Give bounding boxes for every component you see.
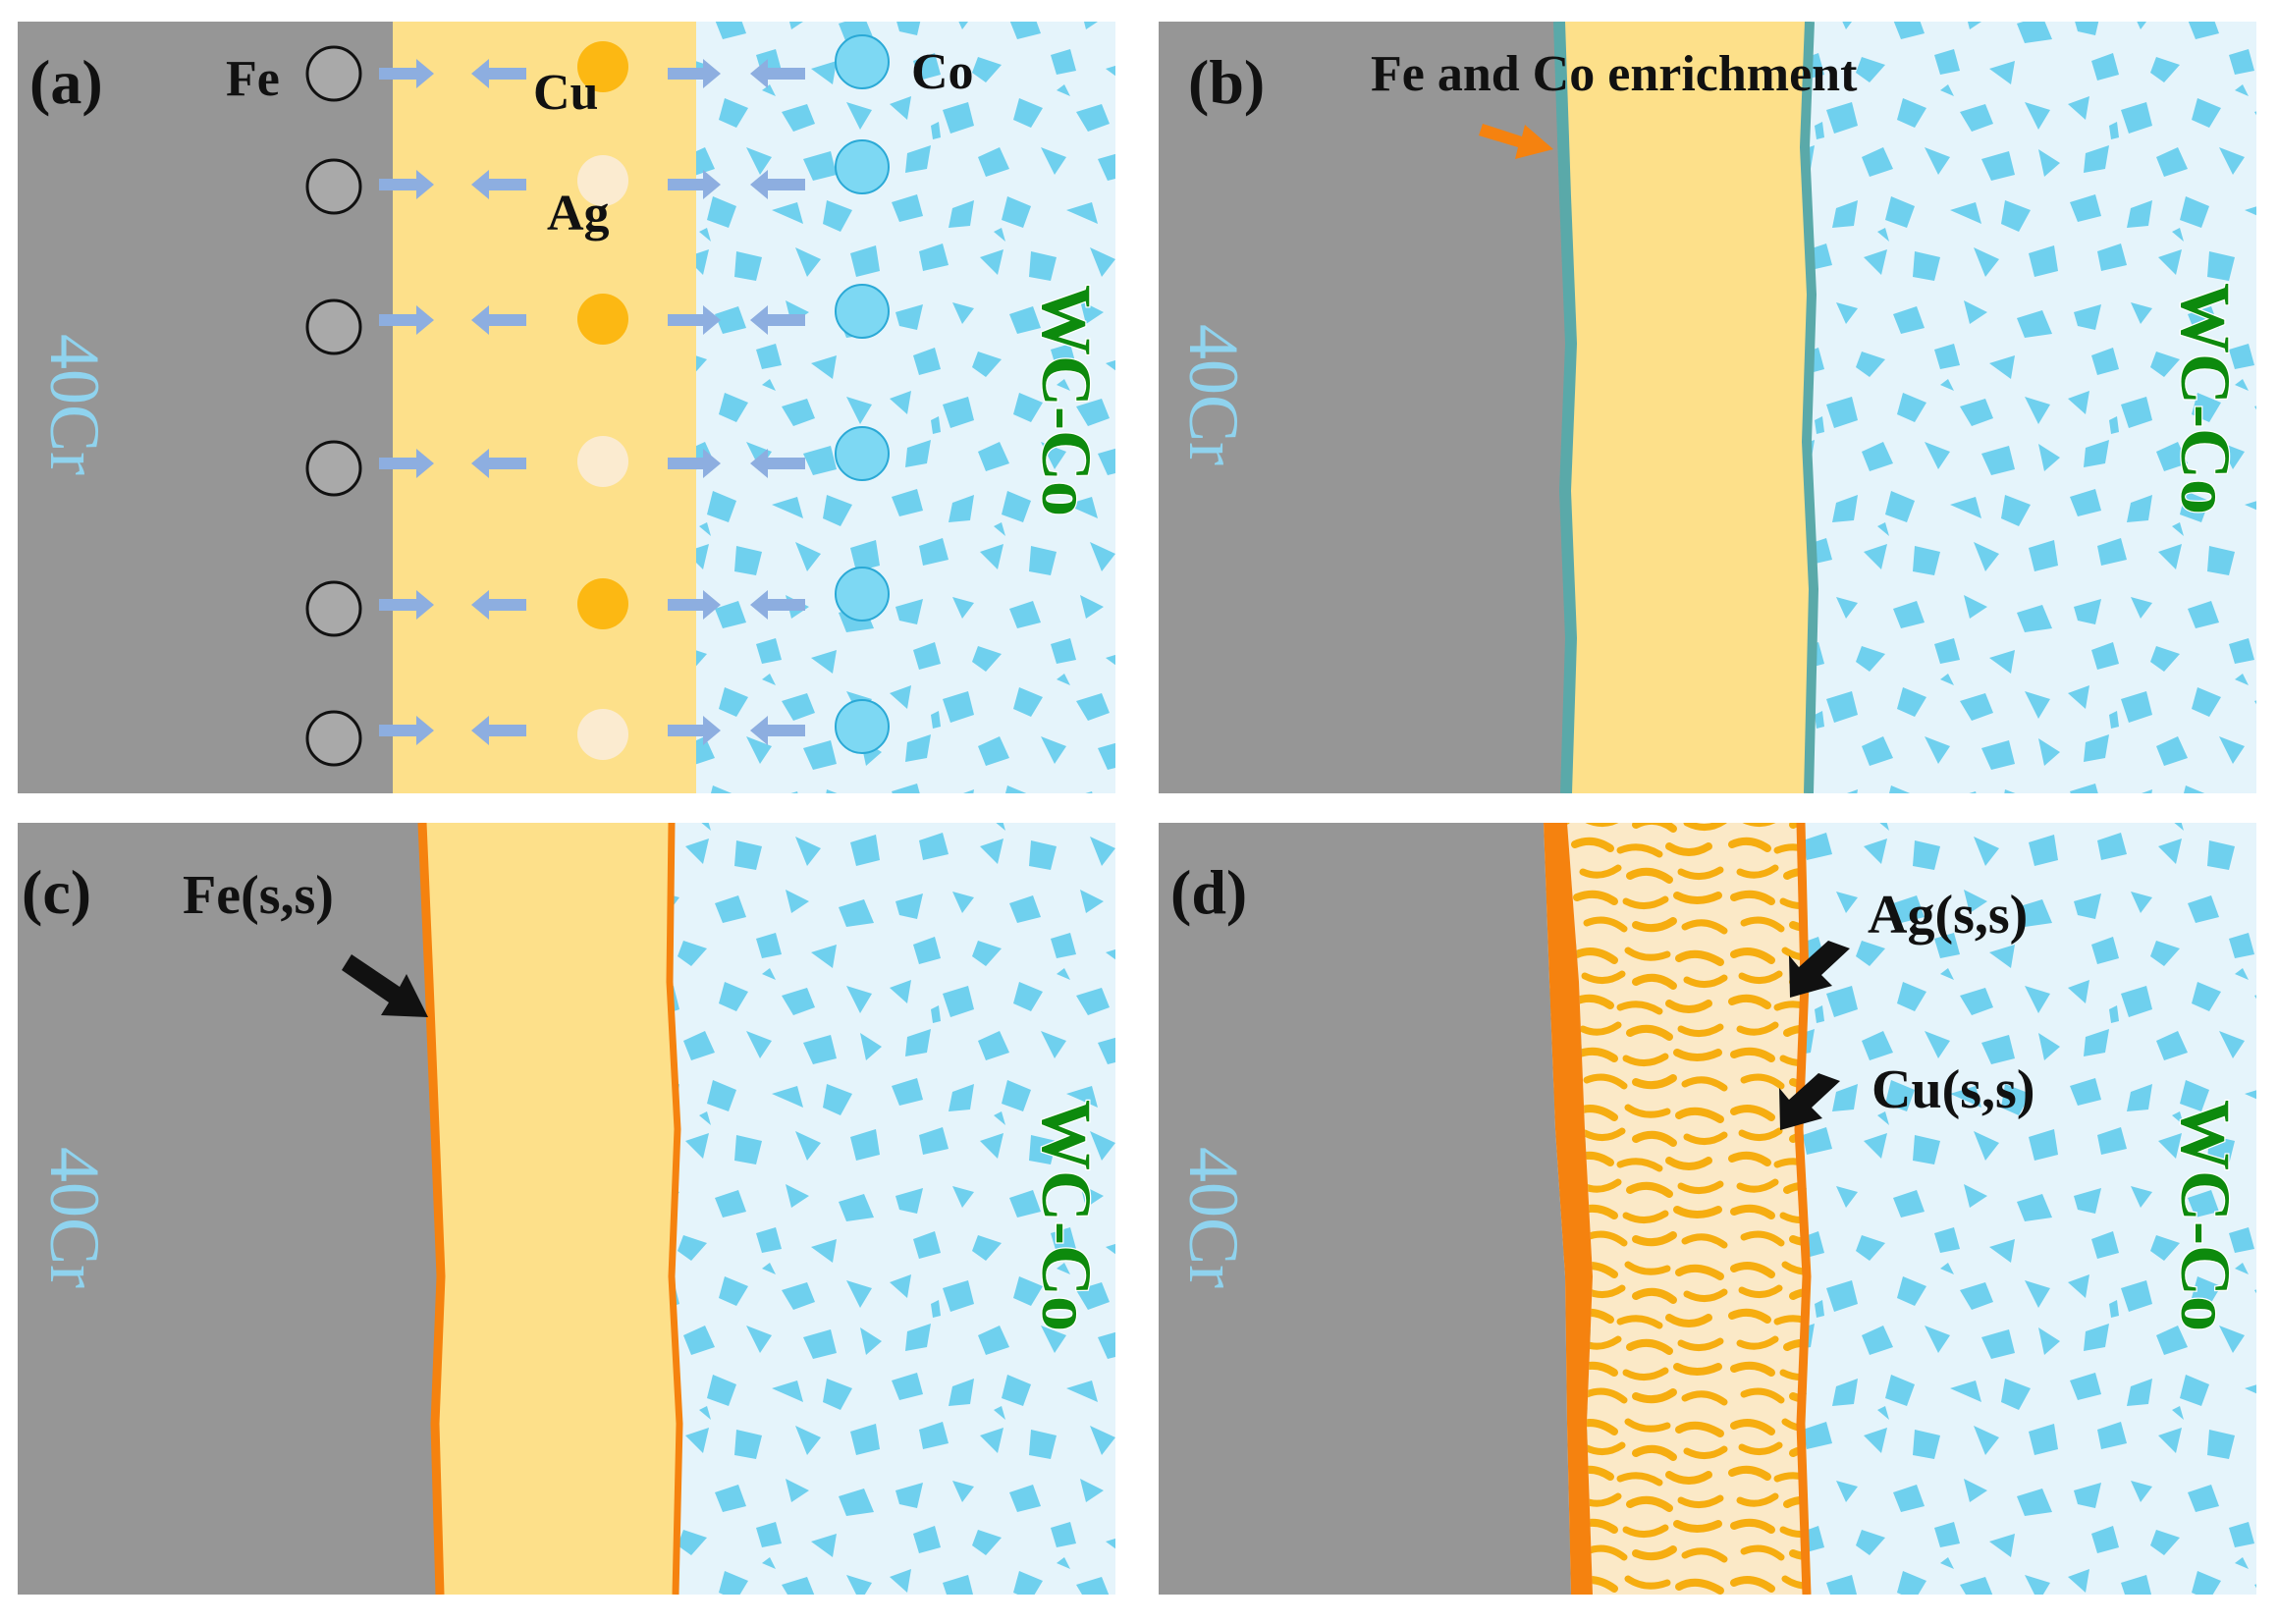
annotation-cu-solid-solution: Cu(s,s): [1871, 1059, 2034, 1120]
element-label-co: Co: [911, 44, 974, 100]
right-arrow-icon: [379, 305, 434, 335]
left-arrow-icon: [750, 716, 805, 745]
co-atom: [835, 139, 890, 194]
left-arrow-icon: [471, 590, 526, 620]
panel-c: (c) Fe(s,s) 40Cr WC-Co: [18, 823, 1115, 1595]
fe-atom: [305, 710, 362, 767]
right-arrow-icon: [668, 305, 721, 335]
annotation-enrichment: Fe and Co enrichment: [1371, 46, 1858, 102]
right-arrow-icon: [668, 449, 721, 478]
right-arrow-icon: [668, 716, 721, 745]
filler-region: [393, 22, 697, 793]
right-arrow-icon: [379, 170, 434, 199]
co-atom: [835, 284, 890, 339]
carbide-label: WC-Co: [1027, 285, 1106, 516]
panel-label: (c): [22, 857, 91, 927]
right-arrow-icon: [379, 449, 434, 478]
panel-label: (a): [29, 47, 103, 117]
panel-d: (d) Ag(s,s) Cu(s,s) 40Cr WC-Co: [1159, 823, 2256, 1595]
diffusion-arrows: [379, 59, 805, 745]
arrow-row: [379, 716, 805, 745]
ag-atom: [577, 155, 628, 206]
left-arrow-icon: [471, 449, 526, 478]
left-arrow-icon: [750, 170, 805, 199]
left-arrow-icon: [471, 170, 526, 199]
carbide-region: [696, 22, 1115, 793]
filler-region: [422, 823, 679, 1595]
solid-solution-layer-left: [1544, 823, 1593, 1595]
arrow-row: [379, 305, 805, 335]
steel-region: [18, 823, 441, 1595]
cu-atom: [577, 294, 628, 345]
panel-a: (a) Fe Cu Ag Co 40Cr WC-Co: [18, 22, 1115, 793]
black-arrow-icon: [1789, 941, 1850, 998]
left-arrow-icon: [471, 305, 526, 335]
left-arrow-icon: [471, 59, 526, 88]
left-arrow-icon: [750, 59, 805, 88]
co-atom: [835, 426, 890, 481]
cu-atom: [577, 41, 628, 92]
co-atom: [835, 567, 890, 622]
carbide-label: WC-Co: [1027, 1100, 1106, 1331]
steel-region: [1159, 22, 1571, 793]
left-arrow-icon: [750, 305, 805, 335]
arrow-row: [379, 590, 805, 620]
left-arrow-icon: [750, 449, 805, 478]
steel-label: 40Cr: [1174, 324, 1253, 465]
carbide-label: WC-Co: [2166, 283, 2245, 514]
fe-atom: [305, 158, 362, 215]
right-arrow-icon: [668, 59, 721, 88]
steel-label: 40Cr: [35, 1147, 114, 1288]
orange-arrow-icon: [1479, 124, 1553, 159]
co-atom: [835, 34, 890, 89]
solid-solution-layer-left: [417, 823, 446, 1595]
reaction-layer: [1567, 823, 1807, 1595]
fe-atom: [305, 580, 362, 637]
co-atom: [835, 699, 890, 754]
enrichment-layer-left: [1553, 22, 1578, 793]
fe-atom: [305, 440, 362, 497]
solid-solution-layer-right: [666, 823, 683, 1595]
annotation-ag-solid-solution: Ag(s,s): [1868, 885, 2028, 946]
arrow-row: [379, 170, 805, 199]
filler-atoms: [577, 41, 628, 760]
solid-solution-layer-right: [1794, 823, 1812, 1595]
arrow-row: [379, 59, 805, 88]
steel-region: [18, 22, 394, 793]
panel-label: (d): [1170, 857, 1247, 927]
cu-atom: [577, 578, 628, 629]
annotation-fe-solid-solution: Fe(s,s): [183, 865, 334, 926]
filler-region: [1559, 22, 1814, 793]
right-arrow-icon: [379, 716, 434, 745]
fe-atoms: [305, 45, 362, 767]
co-atoms: [835, 34, 890, 754]
element-label-ag: Ag: [547, 186, 610, 242]
element-label-fe: Fe: [226, 51, 280, 107]
steel-label: 40Cr: [1174, 1147, 1253, 1288]
steel-label: 40Cr: [35, 334, 114, 475]
steel-region: [1159, 823, 1571, 1595]
left-arrow-icon: [750, 590, 805, 620]
carbide-label: WC-Co: [2166, 1100, 2245, 1331]
enrichment-layer-right: [1799, 22, 1819, 793]
fe-atom: [305, 45, 362, 102]
fe-atom: [305, 298, 362, 355]
right-arrow-icon: [379, 590, 434, 620]
right-arrow-icon: [668, 590, 721, 620]
ag-atom: [577, 436, 628, 487]
panel-label: (b): [1188, 47, 1265, 117]
right-arrow-icon: [668, 170, 721, 199]
arrow-row: [379, 449, 805, 478]
right-arrow-icon: [379, 59, 434, 88]
ag-atom: [577, 709, 628, 760]
black-arrow-icon: [1779, 1073, 1840, 1130]
panel-b: (b) Fe and Co enrichment 40Cr WC-Co: [1159, 22, 2256, 793]
element-label-cu: Cu: [533, 65, 598, 121]
left-arrow-icon: [471, 716, 526, 745]
black-arrow-icon: [342, 954, 428, 1017]
